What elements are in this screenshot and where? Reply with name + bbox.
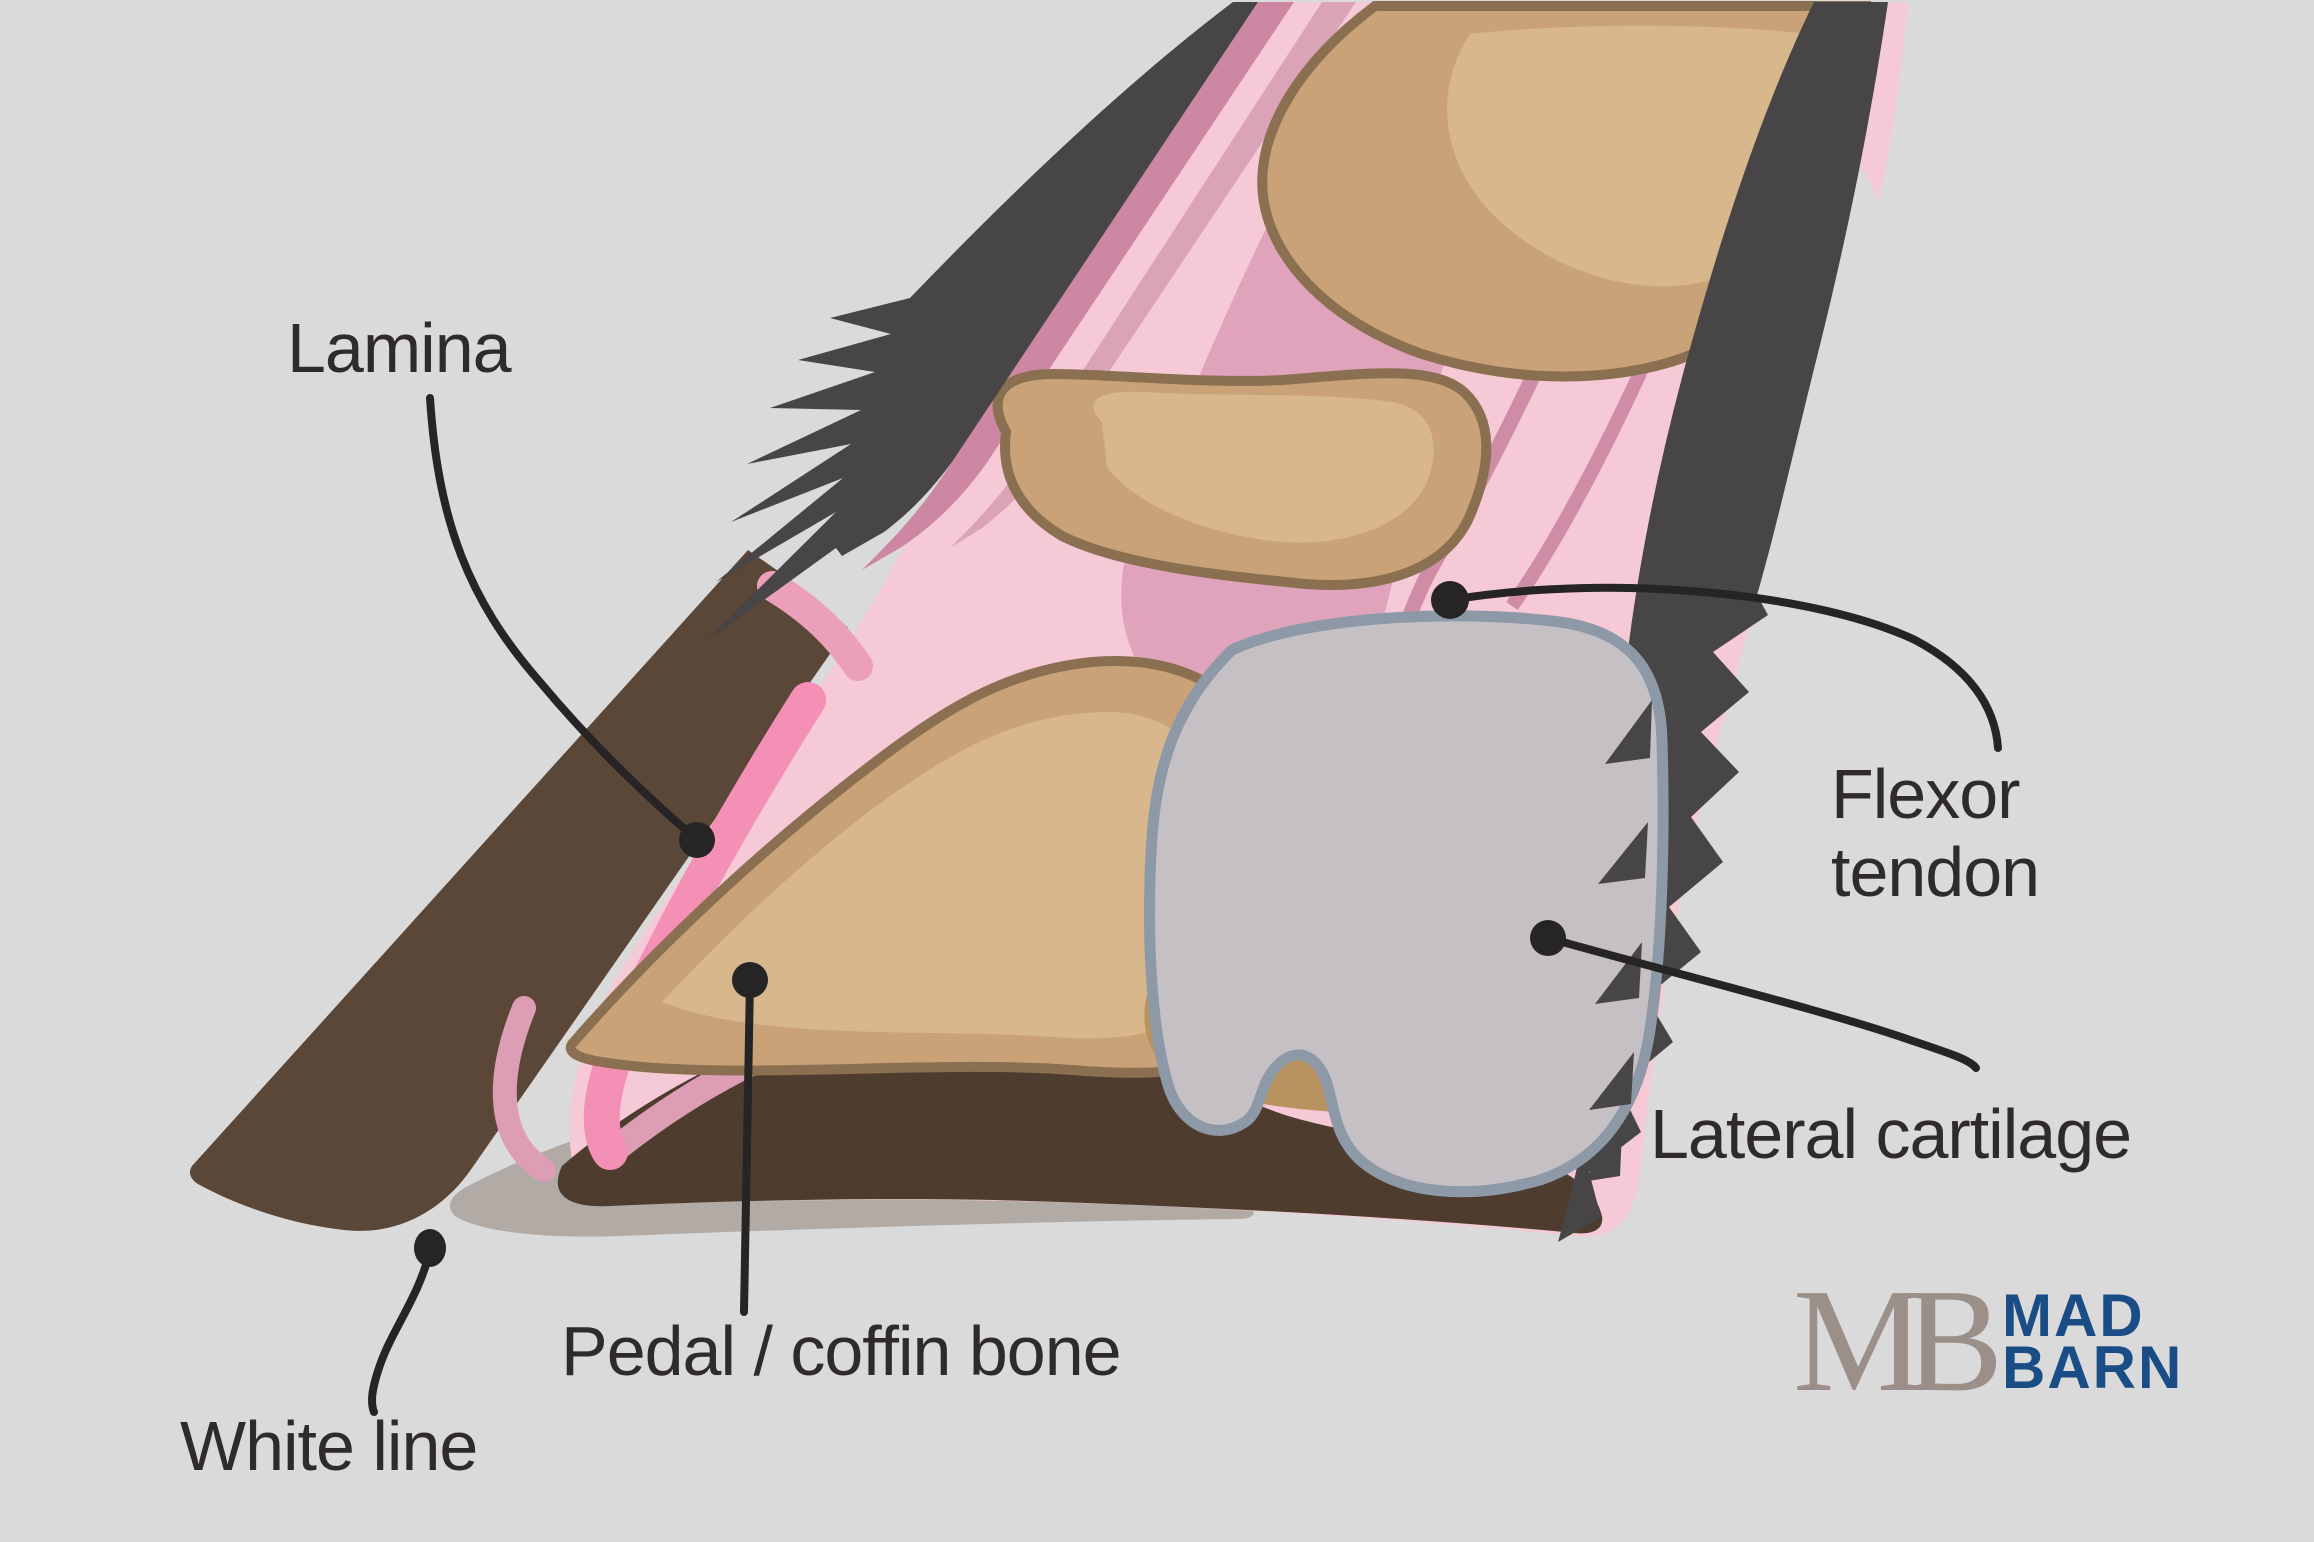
- front-inner-rose-stripe: [950, 2, 1356, 548]
- lateral-cartilage-leader-line: [1544, 934, 1980, 1072]
- white-line-label: White line: [180, 1407, 477, 1485]
- leader-lines: [368, 394, 2002, 1416]
- pastern-front-skin: [703, 2, 1258, 644]
- leader-dots: [414, 581, 1566, 1267]
- lamina-label: Lamina: [287, 309, 512, 387]
- pedal-coffin-dot: [732, 962, 768, 998]
- white-line-dot: [414, 1229, 446, 1267]
- hoof-wall-shape: [190, 550, 848, 1231]
- madbarn-word-barn: BARN: [2002, 1334, 2183, 1401]
- pedal-coffin-bone-label: Pedal / coffin bone: [561, 1312, 1121, 1390]
- white-line-leader-line: [368, 1246, 434, 1416]
- lateral-cartilage-dot: [1530, 920, 1566, 956]
- toe-rose-arc: [492, 996, 556, 1182]
- lamina-leader-line: [426, 394, 699, 842]
- pedal-coffin-bone-highlight: [662, 711, 1228, 1039]
- coronet-rose-band: [757, 571, 873, 681]
- lamina-dot: [679, 822, 715, 858]
- madbarn-word-mad: MAD: [2002, 1282, 2145, 1349]
- lateral-cartilage-shape: [1144, 610, 1669, 1198]
- madbarn-monogram: MB: [1793, 1259, 1997, 1423]
- short-pastern-bone: [992, 368, 1492, 590]
- long-pastern-highlight: [1447, 25, 1812, 287]
- front-rose-stripe: [862, 2, 1294, 570]
- pedal-coffin-leader-line: [740, 976, 754, 1316]
- madbarn-logo: MB MAD BARN: [1793, 1259, 2183, 1423]
- flexor-tendon-label-line2: tendon: [1831, 833, 2039, 911]
- flexor-tendon-leader-line: [1446, 583, 2002, 752]
- short-pastern-highlight: [1093, 391, 1434, 543]
- flexor-tendon-label-line1: Flexor: [1831, 755, 2020, 833]
- flexor-tendon-dot: [1431, 581, 1469, 619]
- lateral-cartilage-label: Lateral cartilage: [1650, 1095, 2131, 1173]
